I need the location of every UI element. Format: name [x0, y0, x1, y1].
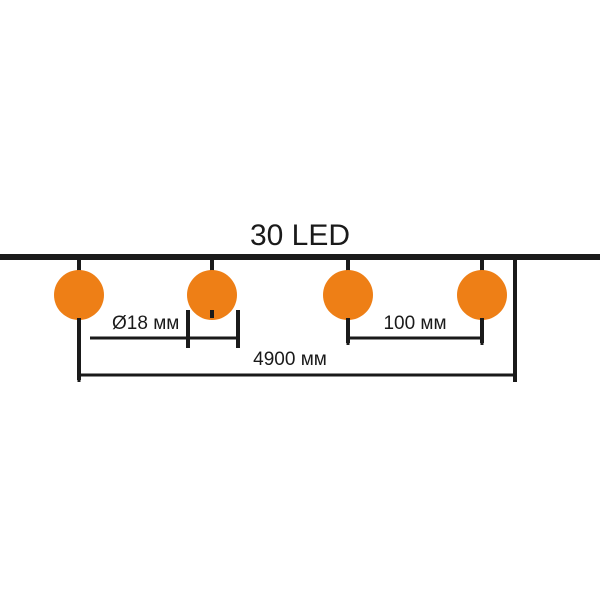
bulb-1 — [54, 257, 104, 380]
bulb-1-lamp — [54, 270, 104, 320]
total-length-label: 4900 мм — [253, 349, 327, 370]
bulb-diameter-dimension: Ø18 мм — [90, 313, 240, 345]
dimension-group: Ø18 мм 100 мм 4900 мм — [77, 313, 517, 382]
bulb-2 — [187, 257, 237, 320]
bulb-2-lamp — [187, 270, 237, 320]
total-length-dimension: 4900 мм — [77, 349, 517, 382]
bulb-4-lamp — [457, 270, 507, 320]
bulb-spacing-dimension: 100 мм — [346, 313, 484, 345]
bulb-diameter-label: Ø18 мм — [112, 313, 179, 334]
bulb-group — [54, 257, 507, 380]
bulb-spacing-label: 100 мм — [383, 313, 446, 334]
bulb-3-lamp — [323, 270, 373, 320]
diagram-title: 30 LED — [250, 219, 350, 252]
